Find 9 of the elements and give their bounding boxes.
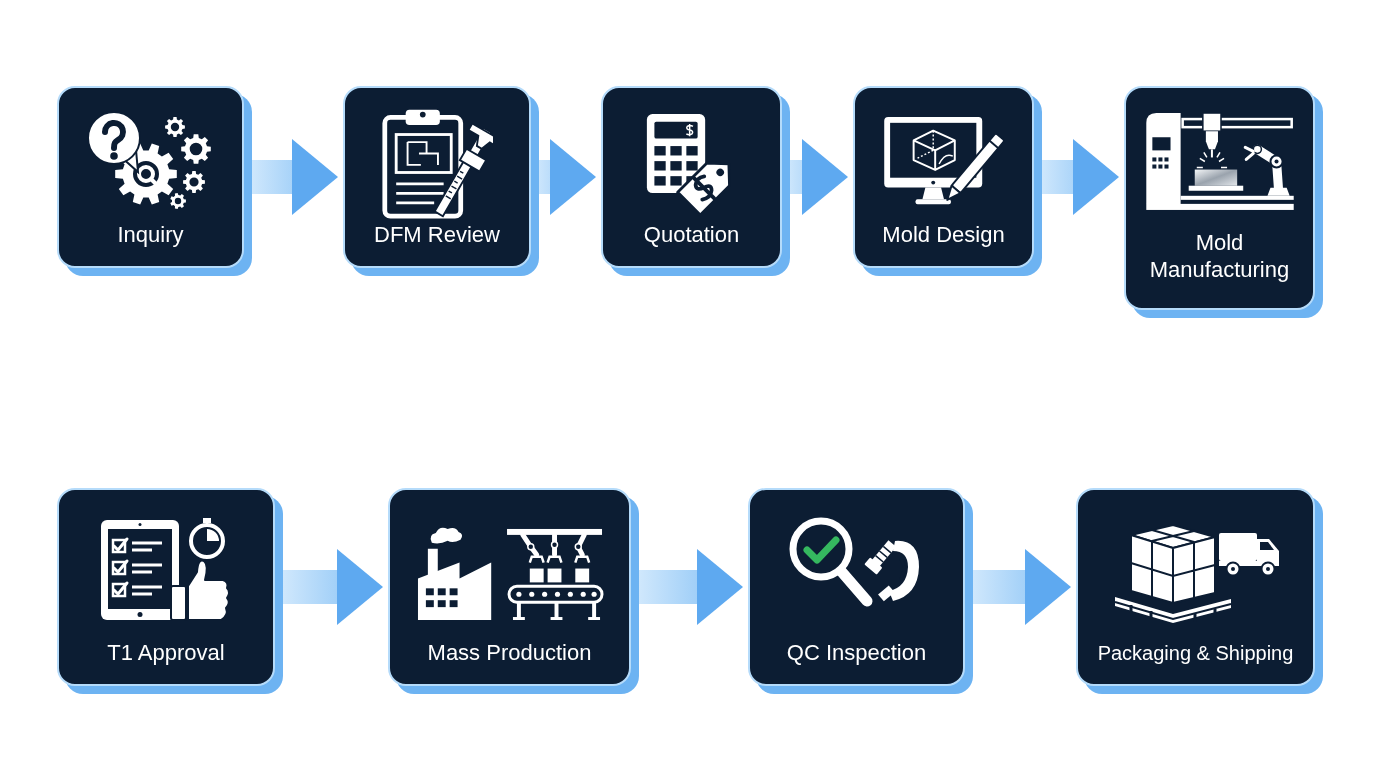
step-label: Inquiry (116, 222, 185, 248)
step-label: T1 Approval (106, 640, 226, 666)
step-label: Mold Manufacturing (1148, 229, 1291, 283)
step-label: Mold Design (881, 222, 1006, 248)
step-label: Mass Production (426, 640, 593, 666)
step-label: DFM Review (373, 222, 501, 248)
step-label: QC Inspection (785, 640, 928, 666)
step-label: Quotation (642, 222, 741, 248)
step-label: Packaging & Shipping (1096, 641, 1295, 666)
